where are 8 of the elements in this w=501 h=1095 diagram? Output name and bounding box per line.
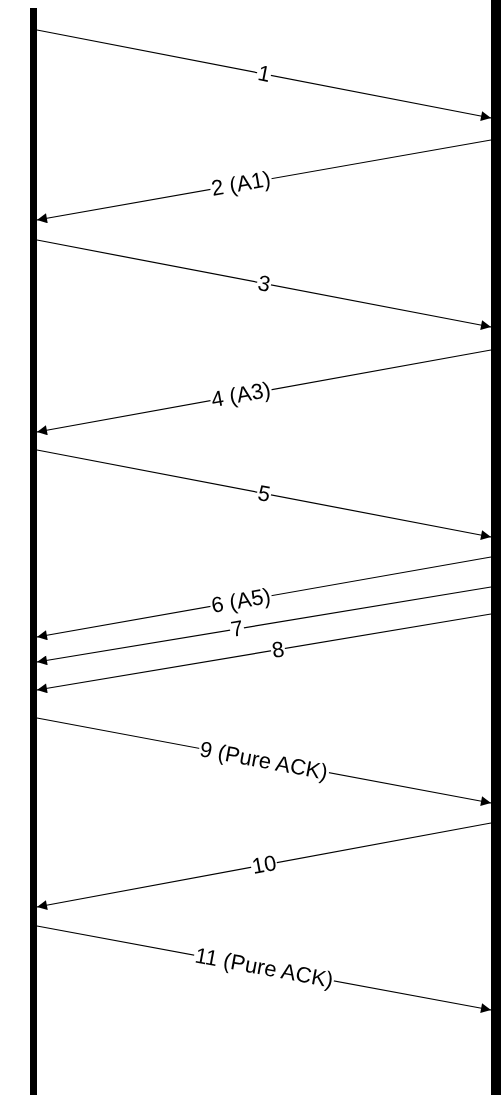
arrow <box>36 449 492 541</box>
arrow <box>36 29 492 121</box>
lifeline-bar <box>491 0 501 1095</box>
arrow <box>36 822 492 911</box>
arrow <box>36 239 492 331</box>
lifeline-bar <box>30 8 37 1095</box>
arrow <box>36 613 492 694</box>
arrow <box>36 586 492 666</box>
